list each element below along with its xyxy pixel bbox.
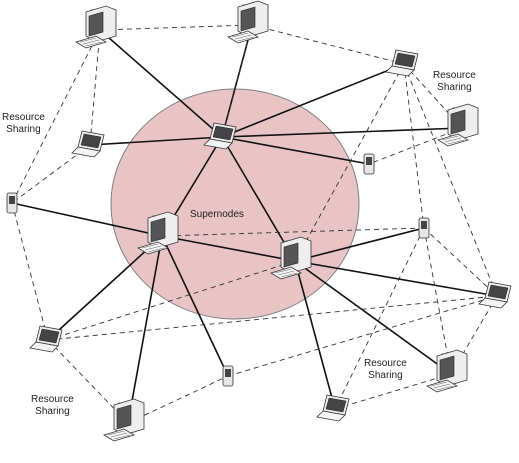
network-link	[221, 136, 370, 165]
network-link	[89, 136, 223, 146]
supernodes-label: Supernodes	[190, 209, 244, 221]
network-link	[294, 227, 425, 262]
resource-sharing-link	[47, 260, 296, 341]
resource-sharing-link	[47, 295, 498, 341]
resource-sharing-label-left: Resource Sharing	[2, 112, 45, 136]
links-layer	[11, 24, 498, 424]
network-link	[161, 235, 296, 262]
resource-sharing-link	[251, 24, 405, 65]
laptop-icon	[203, 122, 237, 150]
laptop-icon	[316, 394, 350, 422]
desktop-computer-icon	[75, 5, 117, 49]
resource-sharing-link	[227, 295, 498, 377]
desktop-computer-icon	[103, 398, 145, 442]
supernodes-label-text: Supernodes	[190, 209, 244, 220]
resource-sharing-link	[11, 144, 91, 204]
resource-sharing-link	[294, 63, 405, 262]
laptop-icon	[29, 325, 63, 353]
resource-sharing-link	[423, 227, 498, 297]
resource-sharing-link	[47, 339, 129, 424]
network-link	[47, 235, 163, 341]
resource-sharing-label-top-right: Resource Sharing	[433, 70, 476, 94]
desktop-computer-icon	[227, 0, 269, 44]
resource-sharing-link	[127, 375, 229, 424]
resource-sharing-line-1: Resource	[364, 358, 407, 369]
mobile-phone-icon	[363, 153, 375, 175]
network-link	[221, 127, 463, 138]
supernode-region	[110, 88, 360, 320]
desktop-computer-icon	[426, 349, 468, 393]
network-link	[221, 136, 296, 262]
laptop-icon	[71, 130, 105, 158]
desktop-computer-icon	[137, 211, 179, 255]
laptop-icon	[385, 49, 419, 77]
network-link	[99, 29, 223, 138]
network-link	[294, 260, 498, 297]
resource-sharing-label-bottom-left: Resource Sharing	[31, 394, 74, 418]
resource-sharing-line-2: Sharing	[35, 406, 70, 417]
resource-sharing-line-1: Resource	[433, 70, 476, 81]
desktop-computer-icon	[437, 103, 479, 147]
network-link	[294, 260, 452, 375]
resource-sharing-link	[423, 227, 452, 375]
network-link	[221, 63, 405, 138]
resource-sharing-link	[334, 227, 425, 410]
resource-sharing-link	[368, 127, 463, 165]
resource-sharing-line-1: Resource	[2, 112, 45, 123]
network-link	[161, 235, 229, 377]
mobile-phone-icon	[418, 217, 430, 239]
resource-sharing-line-1: Resource	[31, 394, 74, 405]
desktop-computer-icon	[270, 236, 312, 280]
network-link	[294, 260, 336, 410]
resource-sharing-line-2: Sharing	[368, 370, 403, 381]
resource-sharing-link	[161, 227, 425, 237]
resource-sharing-link	[403, 63, 425, 229]
resource-sharing-link	[334, 373, 452, 410]
resource-sharing-link	[89, 29, 101, 146]
network-link	[11, 202, 163, 237]
laptop-icon	[478, 281, 512, 309]
mobile-phone-icon	[222, 365, 234, 387]
resource-sharing-line-2: Sharing	[437, 82, 472, 93]
mobile-phone-icon	[6, 192, 18, 214]
resource-sharing-line-2: Sharing	[6, 124, 41, 135]
resource-sharing-link	[221, 24, 253, 138]
resource-sharing-label-bottom-right: Resource Sharing	[364, 358, 407, 382]
network-link	[127, 235, 163, 424]
resource-sharing-link	[403, 63, 498, 297]
nodes-layer	[6, 0, 512, 442]
resource-sharing-link	[11, 202, 49, 341]
resource-sharing-link	[99, 24, 253, 31]
